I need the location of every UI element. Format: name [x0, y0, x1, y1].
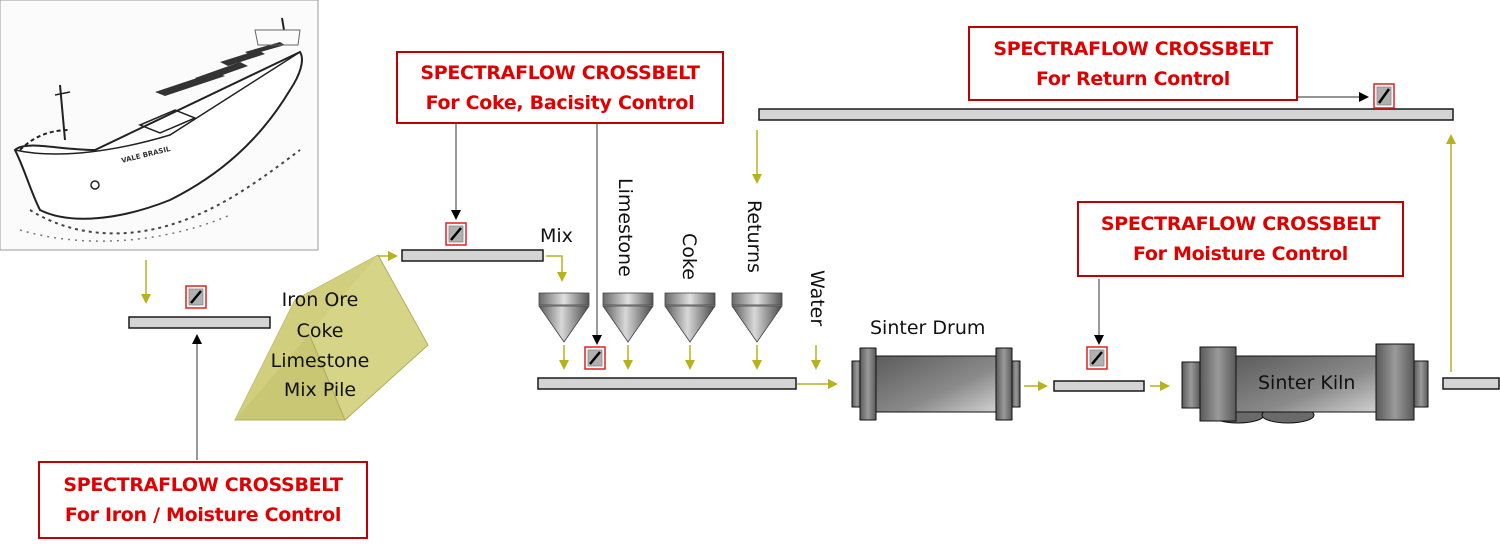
analyzer-icon[interactable]	[185, 285, 207, 309]
mix-label: Mix	[540, 225, 573, 247]
conveyor-belt-feed	[128, 316, 271, 329]
conveyor-belt-collector	[537, 377, 797, 390]
ship-sketch-icon: VALE BRASIL	[0, 0, 319, 251]
pile-label-line-3: Limestone	[271, 350, 370, 372]
conveyor-belt-drum-out	[1053, 380, 1145, 392]
callout-coke-basicity: SPECTRAFLOW CROSSBELT For Coke, Bacisity…	[396, 51, 724, 124]
callout-title: SPECTRAFLOW CROSSBELT	[63, 474, 343, 496]
coke-label: Coke	[678, 233, 700, 280]
hopper-icon	[602, 292, 654, 343]
flow-arrow	[546, 255, 567, 282]
callout-iron-moisture: SPECTRAFLOW CROSSBELT For Iron / Moistur…	[38, 461, 368, 539]
hopper-icon	[664, 292, 716, 343]
limestone-label: Limestone	[614, 178, 636, 277]
sinter-kiln-icon	[1181, 343, 1429, 424]
analyzer-icon[interactable]	[1373, 83, 1395, 109]
hopper-icon	[731, 292, 783, 343]
callout-return: SPECTRAFLOW CROSSBELT For Return Control	[968, 26, 1298, 101]
conveyor-belt-return	[758, 108, 1454, 121]
analyzer-icon[interactable]	[584, 346, 606, 370]
sinter-drum-label: Sinter Drum	[870, 317, 985, 339]
callout-subtitle: For Coke, Bacisity Control	[425, 91, 695, 114]
callout-moisture: SPECTRAFLOW CROSSBELT For Moisture Contr…	[1077, 201, 1404, 277]
callout-subtitle: For Moisture Control	[1132, 243, 1349, 265]
pile-label-line-2: Coke	[297, 320, 344, 342]
conveyor-belt-mix	[401, 249, 544, 262]
callout-subtitle: For Iron / Moisture Control	[64, 504, 342, 526]
analyzer-icon[interactable]	[445, 222, 467, 246]
sinter-kiln-label: Sinter Kiln	[1258, 372, 1355, 394]
callout-subtitle: For Return Control	[1035, 67, 1231, 90]
mix-pile-icon	[234, 254, 429, 421]
water-label: Water	[806, 270, 828, 326]
pile-label-line-1: Iron Ore	[282, 289, 359, 311]
sinter-drum-icon	[851, 347, 1021, 421]
conveyor-belt-kiln-out	[1442, 377, 1500, 390]
callout-title: SPECTRAFLOW CROSSBELT	[1100, 213, 1381, 235]
callout-title: SPECTRAFLOW CROSSBELT	[420, 61, 700, 84]
callout-title: SPECTRAFLOW CROSSBELT	[993, 37, 1273, 60]
pile-label-line-4: Mix Pile	[284, 379, 356, 401]
analyzer-icon[interactable]	[1086, 346, 1108, 370]
hopper-icon	[538, 292, 590, 343]
returns-label: Returns	[743, 200, 765, 273]
